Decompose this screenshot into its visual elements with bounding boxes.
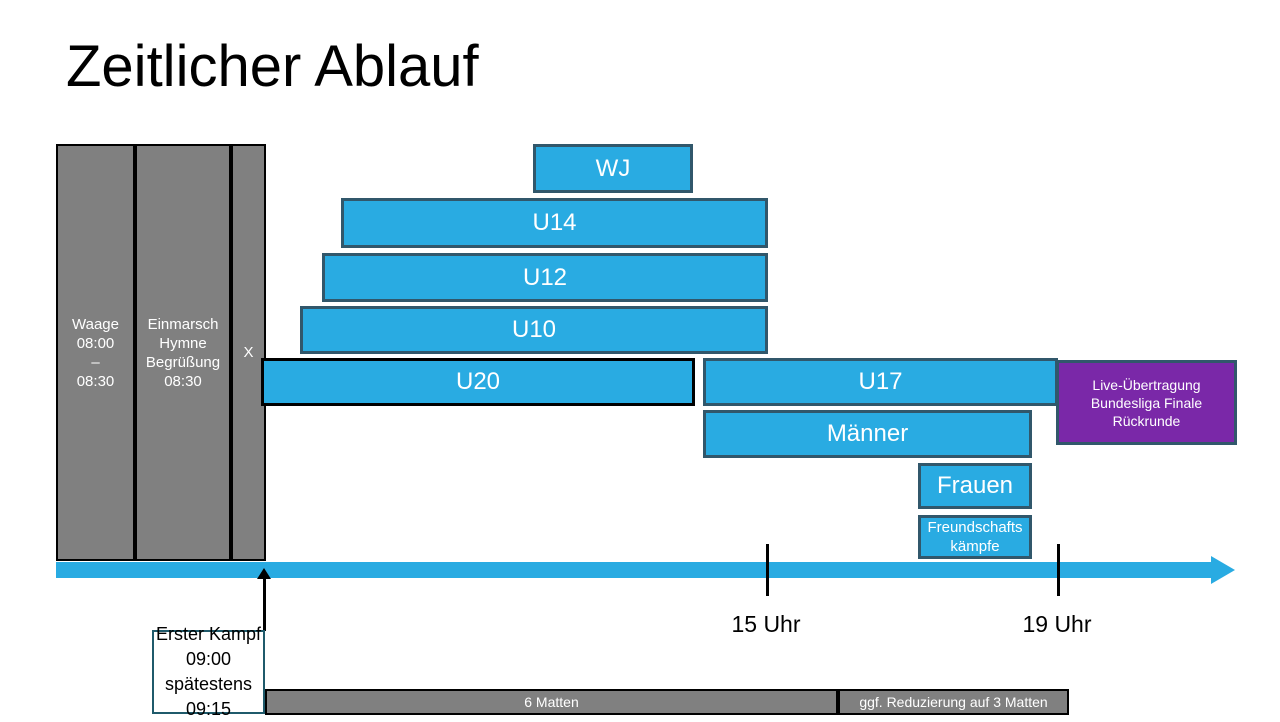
- callout-arrow-stem: [263, 578, 266, 631]
- category-bar-u10: U10: [300, 306, 768, 354]
- category-bar-u12: U12: [322, 253, 768, 302]
- callout-arrow-head-icon: [257, 568, 271, 579]
- category-bar-u14: U14: [341, 198, 768, 248]
- prep-column-waage: Waage 08:00 – 08:30: [56, 144, 135, 561]
- category-bar-u17: U17: [703, 358, 1058, 406]
- category-bar-frauen: Frauen: [918, 463, 1032, 509]
- timeline-arrow-icon: [1211, 556, 1235, 584]
- timeline-tick-label-15uhr: 15 Uhr: [731, 611, 801, 637]
- category-bar-u20: U20: [261, 358, 695, 406]
- category-bar-maenner: Männer: [703, 410, 1032, 458]
- timeline-tick-label-19uhr: 19 Uhr: [1022, 611, 1092, 637]
- prep-column-x: X: [231, 144, 266, 561]
- page-title: Zeitlicher Ablauf: [66, 34, 479, 99]
- prep-column-einmarsch: Einmarsch Hymne Begrüßung 08:30: [135, 144, 231, 561]
- timeline-tick-15uhr: [766, 544, 769, 596]
- mat-strip-6-matten: 6 Matten: [265, 689, 838, 715]
- callout-erster-kampf: Erster Kampf 09:00 spätestens 09:15: [152, 624, 265, 719]
- category-bar-freundschaftskaempfe: Freundschafts kämpfe: [918, 515, 1032, 559]
- mat-strip-reduzierung: ggf. Reduzierung auf 3 Matten: [838, 689, 1069, 715]
- category-bar-wj: WJ: [533, 144, 693, 193]
- timeline-tick-19uhr: [1057, 544, 1060, 596]
- live-broadcast-box: Live-Übertragung Bundesliga Finale Rückr…: [1056, 360, 1237, 445]
- timeline-axis: [56, 562, 1211, 578]
